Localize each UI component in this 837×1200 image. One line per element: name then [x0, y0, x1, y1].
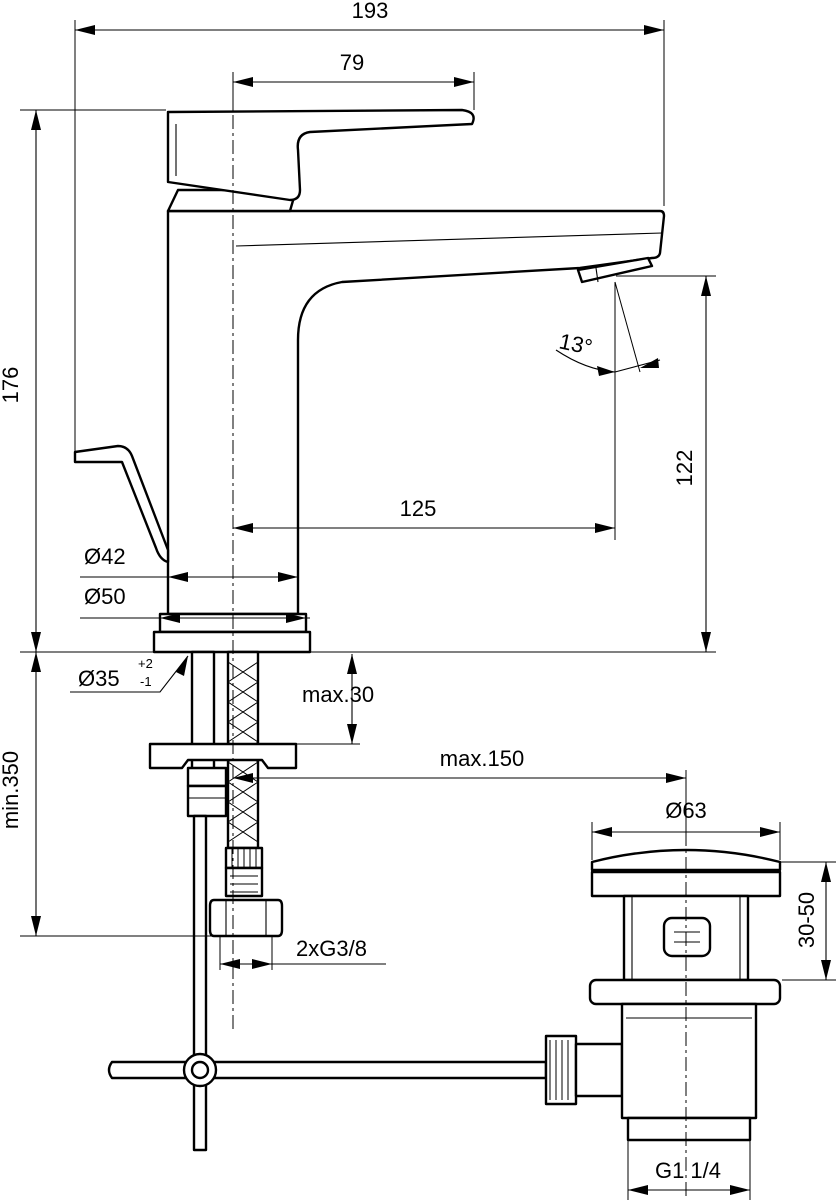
- label-deck-thickness: max.30: [302, 682, 374, 707]
- label-overall-height: 176: [0, 367, 23, 404]
- dim-overall-width: 193: [74, 0, 665, 452]
- label-waste-depth: 30-50: [794, 892, 819, 948]
- label-spray-angle: 13°: [557, 328, 595, 359]
- dim-pop-up-reach: max.150: [233, 746, 687, 832]
- dim-waste-thread: G1 1/4: [627, 1140, 751, 1200]
- label-overall-width: 193: [352, 0, 389, 23]
- label-pop-up-reach: max.150: [440, 746, 524, 771]
- label-waste-thread: G1 1/4: [655, 1158, 721, 1183]
- dim-overall-height: 176: [0, 109, 166, 652]
- dim-supply-clearance: min.350: [0, 652, 212, 937]
- dim-waste-depth: 30-50: [780, 861, 836, 981]
- dim-spray-angle: 13°: [555, 281, 661, 376]
- dim-hole-diameter: Ø35 +2 -1: [70, 655, 189, 693]
- dim-waste-diameter: Ø63: [591, 798, 781, 860]
- label-waste-diameter: Ø63: [665, 798, 707, 823]
- label-supply-connection: 2xG3/8: [296, 936, 367, 961]
- dim-spout-reach: 125: [233, 282, 616, 540]
- faucet-body: [73, 108, 666, 654]
- label-supply-clearance: min.350: [0, 751, 23, 829]
- dim-deck-thickness: max.30: [296, 654, 374, 745]
- mounting-hardware: [107, 650, 624, 1152]
- label-spout-height: 122: [672, 450, 697, 487]
- label-hole-diameter: Ø35: [78, 666, 120, 691]
- label-spout-reach: 125: [400, 496, 437, 521]
- label-base-diameter: Ø50: [84, 584, 126, 609]
- center-lines: [232, 90, 687, 1200]
- dim-base-diameter: Ø50: [80, 584, 310, 623]
- label-lever-length: 79: [340, 50, 364, 75]
- label-hole-tolerance-upper: +2: [138, 656, 153, 671]
- dim-body-diameter: Ø42: [80, 544, 298, 582]
- dim-supply-connection: 2xG3/8: [219, 936, 386, 970]
- label-hole-tolerance-lower: -1: [140, 674, 152, 689]
- label-body-diameter: Ø42: [84, 544, 126, 569]
- dim-spout-height: 122: [20, 275, 716, 653]
- dim-lever-length: 79: [232, 50, 475, 112]
